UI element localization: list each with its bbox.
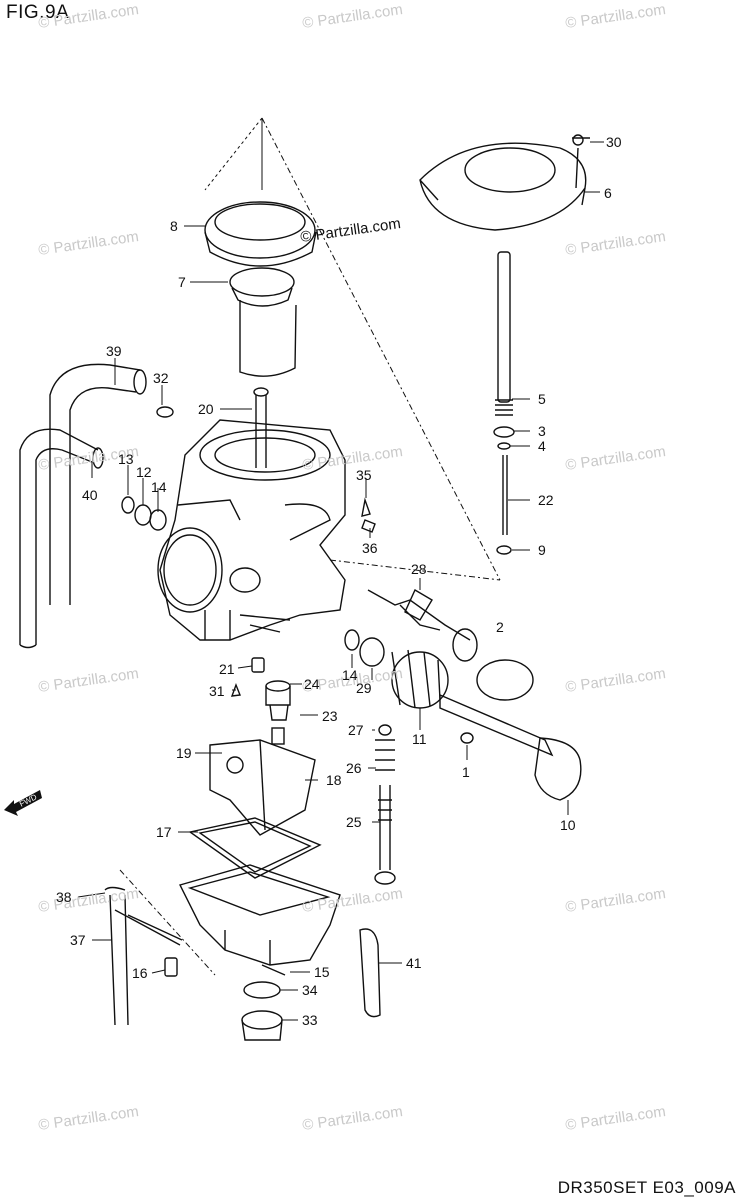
callout-34: 34: [302, 982, 318, 998]
callout-18: 18: [326, 772, 342, 788]
part-39-hose: [49, 363, 141, 605]
callout-2: 2: [496, 619, 504, 635]
part-14-ring-b: [344, 629, 360, 651]
callout-22: 22: [538, 492, 554, 508]
callout-13: 13: [118, 451, 134, 467]
part-7-piston-valve: [229, 267, 297, 377]
part-6-top-cover: [419, 142, 587, 231]
callout-17: 17: [156, 824, 172, 840]
part-21-jet: [251, 657, 265, 673]
diagram-code: DR350SET E03_009A: [557, 1178, 736, 1197]
part-41-bracket: [359, 928, 381, 1018]
callout-19: 19: [176, 745, 192, 761]
callout-25: 25: [346, 814, 362, 830]
callout-32: 32: [153, 370, 169, 386]
part-9-washer: [496, 545, 512, 555]
part-15-screw: [261, 964, 286, 976]
callout-15: 15: [314, 964, 330, 980]
callout-37: 37: [70, 932, 86, 948]
callout-26: 26: [346, 760, 362, 776]
part-26-spring: [375, 739, 395, 771]
callout-29: 29: [356, 680, 372, 696]
callout-39: 39: [106, 343, 122, 359]
callout-33: 33: [302, 1012, 318, 1028]
part-36-screw: [361, 519, 376, 533]
part-2-diaphragm: [476, 659, 534, 701]
carburetor-body: [157, 419, 346, 641]
callout-23: 23: [322, 708, 338, 724]
callout-21: 21: [219, 661, 235, 677]
part-38-clamp: [104, 886, 126, 891]
part-24-23-jet: [265, 680, 291, 745]
part-4-washer: [497, 442, 511, 450]
part-34-ring: [243, 981, 281, 999]
callout-40: 40: [82, 487, 98, 503]
float-bowl: [178, 864, 341, 966]
assembly-guide-line: [261, 117, 501, 581]
callout-12: 12: [136, 464, 152, 480]
part-29-cap: [359, 637, 385, 667]
part-18-float: [209, 739, 316, 836]
part-10-throttle-shaft: [439, 693, 582, 801]
part-30-screw: [572, 137, 590, 189]
part-13-ring: [121, 496, 135, 514]
part-3-clip: [493, 426, 515, 438]
callout-3: 3: [538, 423, 546, 439]
callout-7: 7: [178, 274, 186, 290]
callout-1: 1: [462, 764, 470, 780]
part-32-clip: [156, 406, 174, 418]
callout-38: 38: [56, 889, 72, 905]
callout-41: 41: [406, 955, 422, 971]
callout-14: 14: [151, 479, 167, 495]
part-33-plug: [241, 1010, 283, 1041]
part-40-hose: [19, 428, 99, 645]
callout-4: 4: [538, 438, 546, 454]
part-16-screw: [164, 957, 178, 977]
part-37-drain-hose: [109, 894, 129, 1026]
part-1-screw: [460, 732, 474, 744]
callout-30: 30: [606, 134, 622, 150]
callout-36: 36: [362, 540, 378, 556]
part-8-cap: [204, 201, 317, 267]
part-22-needle: [502, 455, 508, 535]
part-35-screw: [361, 497, 371, 517]
part-27-washer: [378, 724, 392, 736]
callout-9: 9: [538, 542, 546, 558]
callout-8: 8: [170, 218, 178, 234]
callout-24: 24: [304, 676, 320, 692]
callout-16: 16: [132, 965, 148, 981]
callout-5: 5: [538, 391, 546, 407]
callout-31: 31: [209, 683, 225, 699]
forward-arrow-icon: FWD: [2, 782, 44, 825]
callout-28: 28: [411, 561, 427, 577]
part-20-screw: [255, 395, 267, 468]
callout-11: 11: [412, 731, 427, 747]
callout-14b: 14: [342, 667, 358, 683]
part-5-jet-needle: [495, 251, 513, 416]
callout-35: 35: [356, 467, 372, 483]
callout-20: 20: [198, 401, 214, 417]
callout-10: 10: [560, 817, 576, 833]
callout-27: 27: [348, 722, 364, 738]
part-14-ring: [149, 509, 167, 531]
figure-title: FIG.9A: [6, 2, 70, 23]
part-28-pilot-screw: [367, 589, 478, 662]
part-25-mixture-screw: [374, 785, 396, 885]
callout-6: 6: [604, 185, 612, 201]
part-12-ring: [134, 504, 152, 526]
part-17-gasket: [188, 817, 322, 879]
